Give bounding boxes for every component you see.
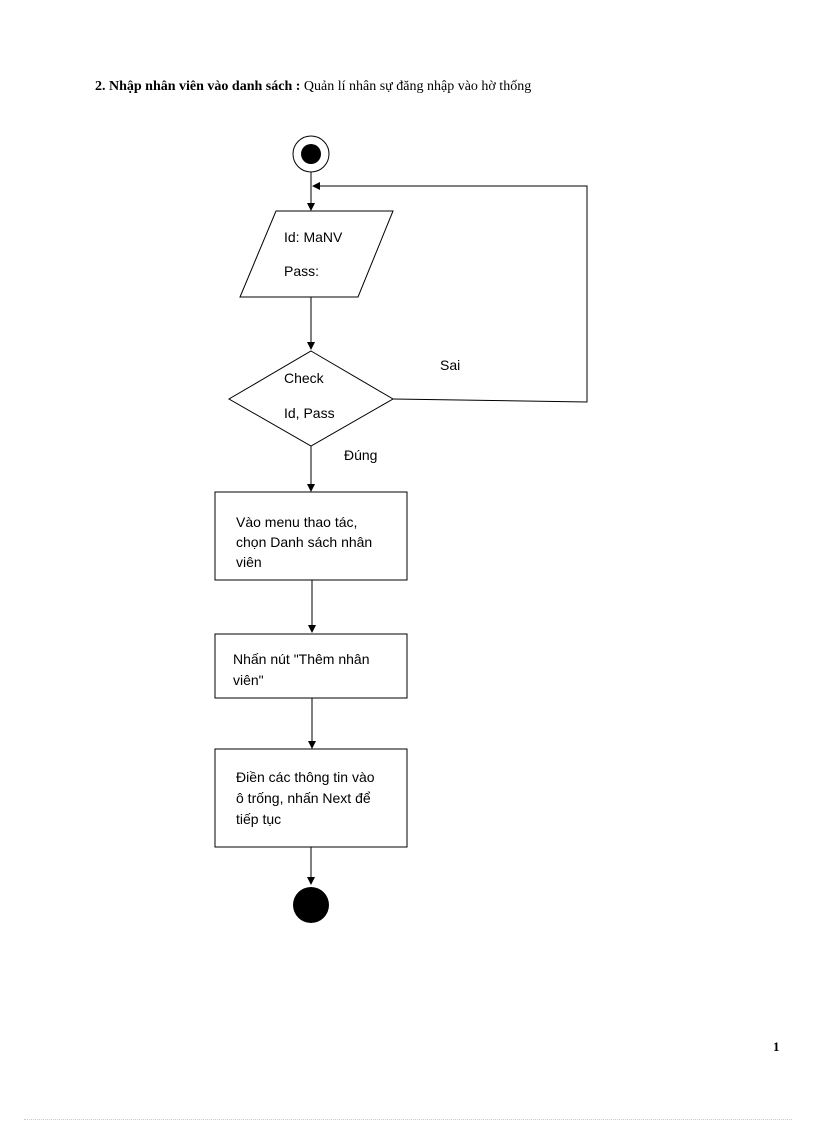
input-id-label: Id: MaNV <box>284 229 343 245</box>
label-true: Đúng <box>344 447 377 463</box>
decision-idpass-label: Id, Pass <box>284 405 335 421</box>
step-open-employee-list: Vào menu thao tác, chọn Danh sách nhân v… <box>214 491 408 581</box>
step1-line1: Vào menu thao tác, <box>236 514 357 530</box>
step1-line3: viên <box>236 554 262 570</box>
section-heading-title: 2. Nhập nhân viên vào danh sách : <box>95 79 301 94</box>
section-heading: 2. Nhập nhân viên vào danh sách : Quản l… <box>95 79 531 95</box>
step1-line2: chọn Danh sách nhân <box>236 534 372 550</box>
input-pass-label: Pass: <box>284 263 319 279</box>
end-node <box>293 887 329 923</box>
step3-line3: tiếp tục <box>236 811 281 827</box>
step2-line2: viên" <box>233 672 264 688</box>
footer-divider <box>24 1119 792 1120</box>
step2-line1: Nhấn nút "Thêm nhân <box>233 651 370 667</box>
arrow-false-loop <box>312 182 588 403</box>
decision-check-label: Check <box>284 370 325 386</box>
start-node <box>292 135 330 173</box>
step-click-add-employee: Nhấn nút "Thêm nhân viên" <box>214 633 408 699</box>
page-number: 1 <box>773 1039 780 1054</box>
label-false: Sai <box>440 357 460 373</box>
step3-line1: Điền các thông tin vào <box>236 769 375 785</box>
step3-line2: ô trống, nhấn Next để <box>236 790 371 806</box>
login-input-node: Id: MaNV Pass: <box>239 210 394 298</box>
check-decision-node: Check Id, Pass <box>228 350 394 447</box>
step-fill-information: Điền các thông tin vào ô trống, nhấn Nex… <box>214 748 408 848</box>
section-heading-description: Quản lí nhân sự đăng nhập vào hờ thống <box>300 79 532 94</box>
